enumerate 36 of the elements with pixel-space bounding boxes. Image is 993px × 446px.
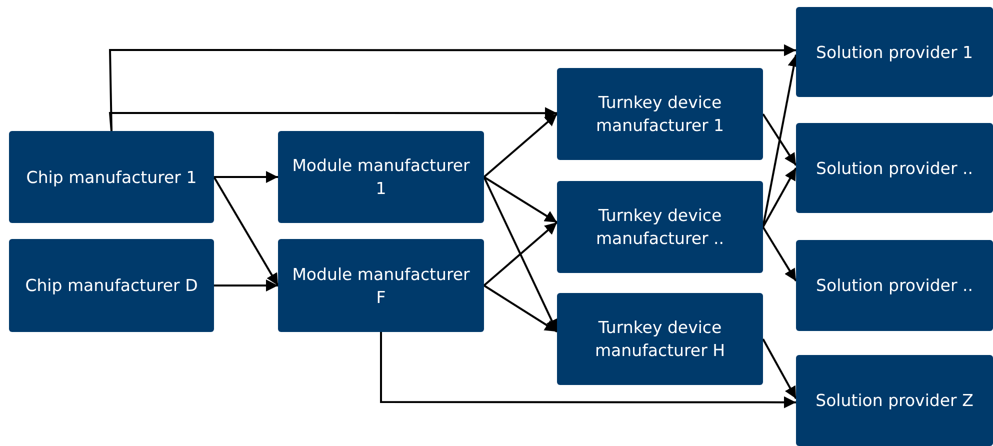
process-box [278, 131, 484, 223]
process-box [796, 7, 993, 97]
arrow [214, 171, 278, 183]
arrow [483, 176, 558, 224]
box-label: Chip manufacturer D [25, 275, 198, 297]
process-box [557, 68, 763, 160]
process-box [557, 293, 763, 385]
arrow [483, 222, 558, 286]
process-box [796, 355, 993, 446]
process-box [9, 131, 214, 223]
box-label: Solution provider Z [816, 390, 974, 412]
process-box [796, 123, 993, 213]
box-label: Solution provider .. [816, 158, 973, 180]
arrow [213, 176, 279, 286]
box-label: Module manufacturer F [291, 264, 471, 308]
box-label: Chip manufacturer 1 [26, 166, 197, 188]
box-label: Turnkey device manufacturer 1 [594, 92, 726, 137]
arrow [483, 113, 558, 178]
arrow [483, 176, 558, 332]
box-label: Solution provider 1 [816, 42, 973, 64]
arrow [108, 107, 557, 132]
process-box [278, 239, 484, 332]
box-label: Turnkey device manufacturer H [594, 317, 726, 362]
arrow [214, 280, 278, 292]
box-label: Turnkey device manufacturer .. [594, 205, 726, 250]
arrow [762, 226, 797, 282]
arrow [762, 338, 797, 400]
box-label: Module manufacturer 1 [291, 155, 471, 200]
arrow [762, 168, 797, 228]
arrow [380, 332, 796, 408]
arrow [762, 113, 797, 166]
arrow [483, 284, 558, 332]
box-label: Solution provider .. [816, 275, 973, 297]
process-box [9, 239, 214, 332]
process-box [796, 240, 993, 331]
process-box [557, 181, 763, 273]
